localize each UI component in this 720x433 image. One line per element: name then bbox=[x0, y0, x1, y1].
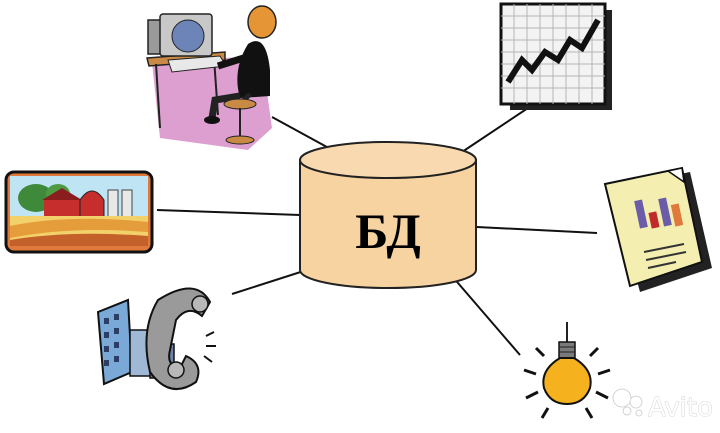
cylinder-top bbox=[299, 141, 477, 179]
line-chart-icon bbox=[499, 2, 612, 110]
avito-logo-icon bbox=[612, 388, 643, 417]
computer-user-icon bbox=[146, 5, 277, 150]
farm-icon bbox=[4, 170, 154, 254]
database-label: БД bbox=[355, 203, 421, 259]
watermark-text: Avito bbox=[648, 393, 713, 423]
telephone-city-icon bbox=[96, 287, 216, 391]
connector-report-document bbox=[456, 225, 598, 234]
watermark: Avito bbox=[612, 388, 713, 423]
cylinder-body bbox=[299, 159, 477, 289]
bar-chart-document-icon bbox=[603, 166, 712, 292]
database-cylinder: БД bbox=[299, 141, 477, 289]
connector-farm bbox=[156, 209, 301, 216]
lightbulb-icon bbox=[523, 322, 611, 419]
